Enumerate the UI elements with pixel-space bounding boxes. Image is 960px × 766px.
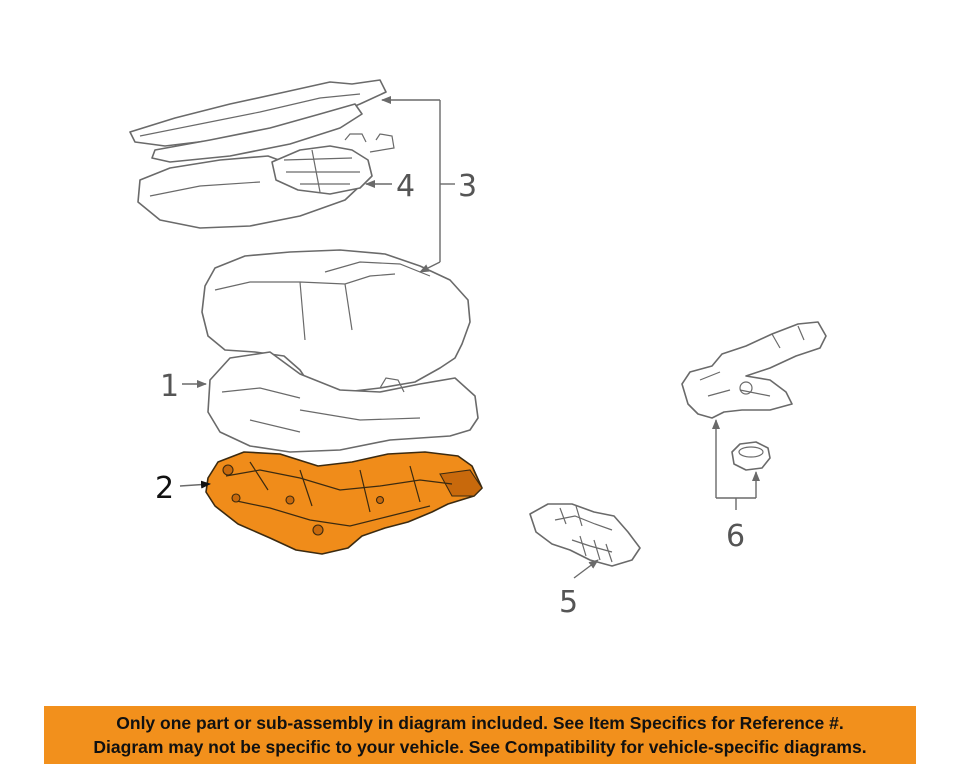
parts-diagram: 3 4 1 2 5 6: [129, 79, 827, 620]
seat-cushion-frame: [205, 451, 483, 555]
leader-lines: [179, 96, 760, 579]
callout-3: 3: [458, 169, 477, 204]
seat-adjuster-part: [529, 503, 641, 567]
callout-4: 4: [396, 169, 415, 204]
callout-5: 5: [559, 585, 578, 620]
disclaimer-line-1: Only one part or sub-assembly in diagram…: [116, 713, 844, 733]
seat-heater-element: [271, 133, 395, 195]
disclaimer-line-2: Diagram may not be specific to your vehi…: [93, 737, 867, 757]
callout-2: 2: [155, 471, 174, 506]
seat-cushion-pad: [201, 249, 479, 453]
callout-6: 6: [726, 519, 745, 554]
seat-bracket-and-grommet: [681, 321, 827, 471]
callout-1: 1: [160, 369, 179, 404]
disclaimer-banner: Only one part or sub-assembly in diagram…: [44, 706, 916, 764]
